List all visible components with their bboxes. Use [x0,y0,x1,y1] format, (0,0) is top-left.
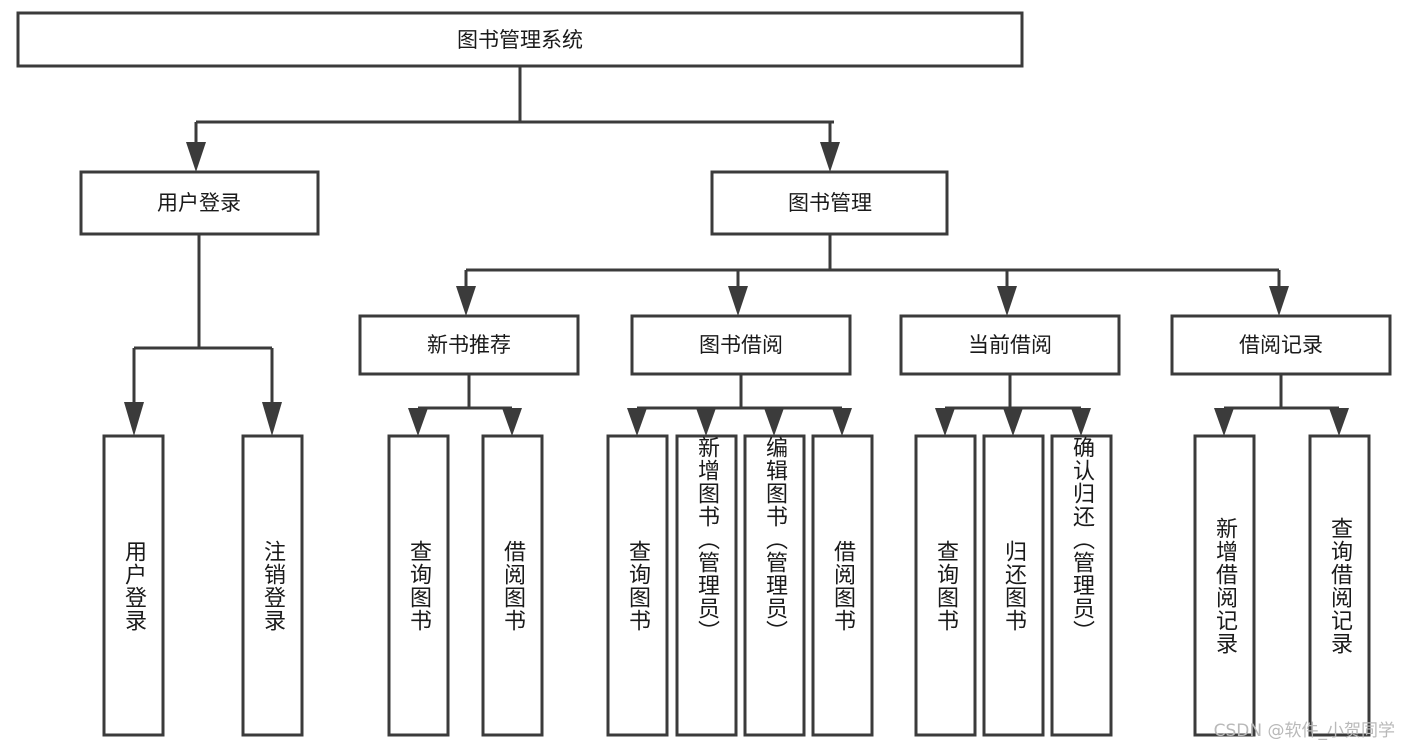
arrow-to-book-manage [820,142,840,172]
node-book-manage-box[interactable] [710,170,949,236]
node-current-borrow-box[interactable] [899,314,1121,376]
arrow-to-user-login [186,142,206,172]
node-cb-confirm-return-box[interactable] [1050,434,1113,737]
node-layer: 图书管理系统 用户登录 图书管理 新书推荐 图书借阅 当前借阅 借阅记录 [16,11,1392,737]
node-user-login-do-box[interactable] [102,434,165,737]
node-new-book-recommend-box[interactable] [358,314,580,376]
node-user-login-box[interactable] [79,170,320,236]
node-borrow-record-box[interactable] [1170,314,1392,376]
arrow-to-cb-query-book [935,408,955,436]
arrow-to-bb-add-book [696,408,716,436]
node-user-login-label: 用户登录 [157,191,241,215]
arrow-to-nb-query-book [408,408,428,436]
node-borrow-record-label: 借阅记录 [1239,333,1323,357]
node-book-borrow-box[interactable] [630,314,852,376]
arrow-to-cb-confirm-return [1071,408,1091,436]
arrow-to-book-borrow [728,286,748,316]
arrow-to-bb-edit-book [764,408,784,436]
node-nb-borrow-book-box[interactable] [481,434,544,737]
connector-layer [124,66,1349,436]
node-current-borrow-label: 当前借阅 [968,333,1052,357]
arrow-to-br-query-record [1329,408,1349,436]
node-nb-query-book-box[interactable] [387,434,450,737]
csdn-watermark: CSDN @软件_小贺同学 [1213,721,1395,741]
node-book-borrow-label: 图书借阅 [699,333,783,357]
arrow-to-current-borrow [997,286,1017,316]
node-bb-borrow-book-box[interactable] [811,434,874,737]
node-root-label: 图书管理系统 [457,28,583,52]
arrow-to-nb-borrow-book [502,408,522,436]
arrow-to-borrow-record [1269,286,1289,316]
node-book-manage-label: 图书管理 [788,191,872,215]
node-bb-query-book-box[interactable] [606,434,669,737]
node-br-query-record-box[interactable] [1308,434,1371,737]
arrow-to-new-book-recommend [456,286,476,316]
node-user-logout-box[interactable] [241,434,304,737]
arrow-to-user-login-do [124,402,144,436]
node-new-book-recommend-label: 新书推荐 [427,333,511,357]
arrow-to-bb-borrow-book [832,408,852,436]
arrow-to-bb-query-book [627,408,647,436]
node-br-add-record-box[interactable] [1193,434,1256,737]
node-bb-add-book-box[interactable] [675,434,738,737]
arrow-to-user-logout [262,402,282,436]
arrow-to-cb-return-book [1003,408,1023,436]
node-cb-query-book-box[interactable] [914,434,977,737]
node-bb-edit-book-box[interactable] [743,434,806,737]
arrow-to-br-add-record [1214,408,1234,436]
node-cb-return-book-box[interactable] [982,434,1045,737]
node-root-box[interactable] [16,11,1024,68]
